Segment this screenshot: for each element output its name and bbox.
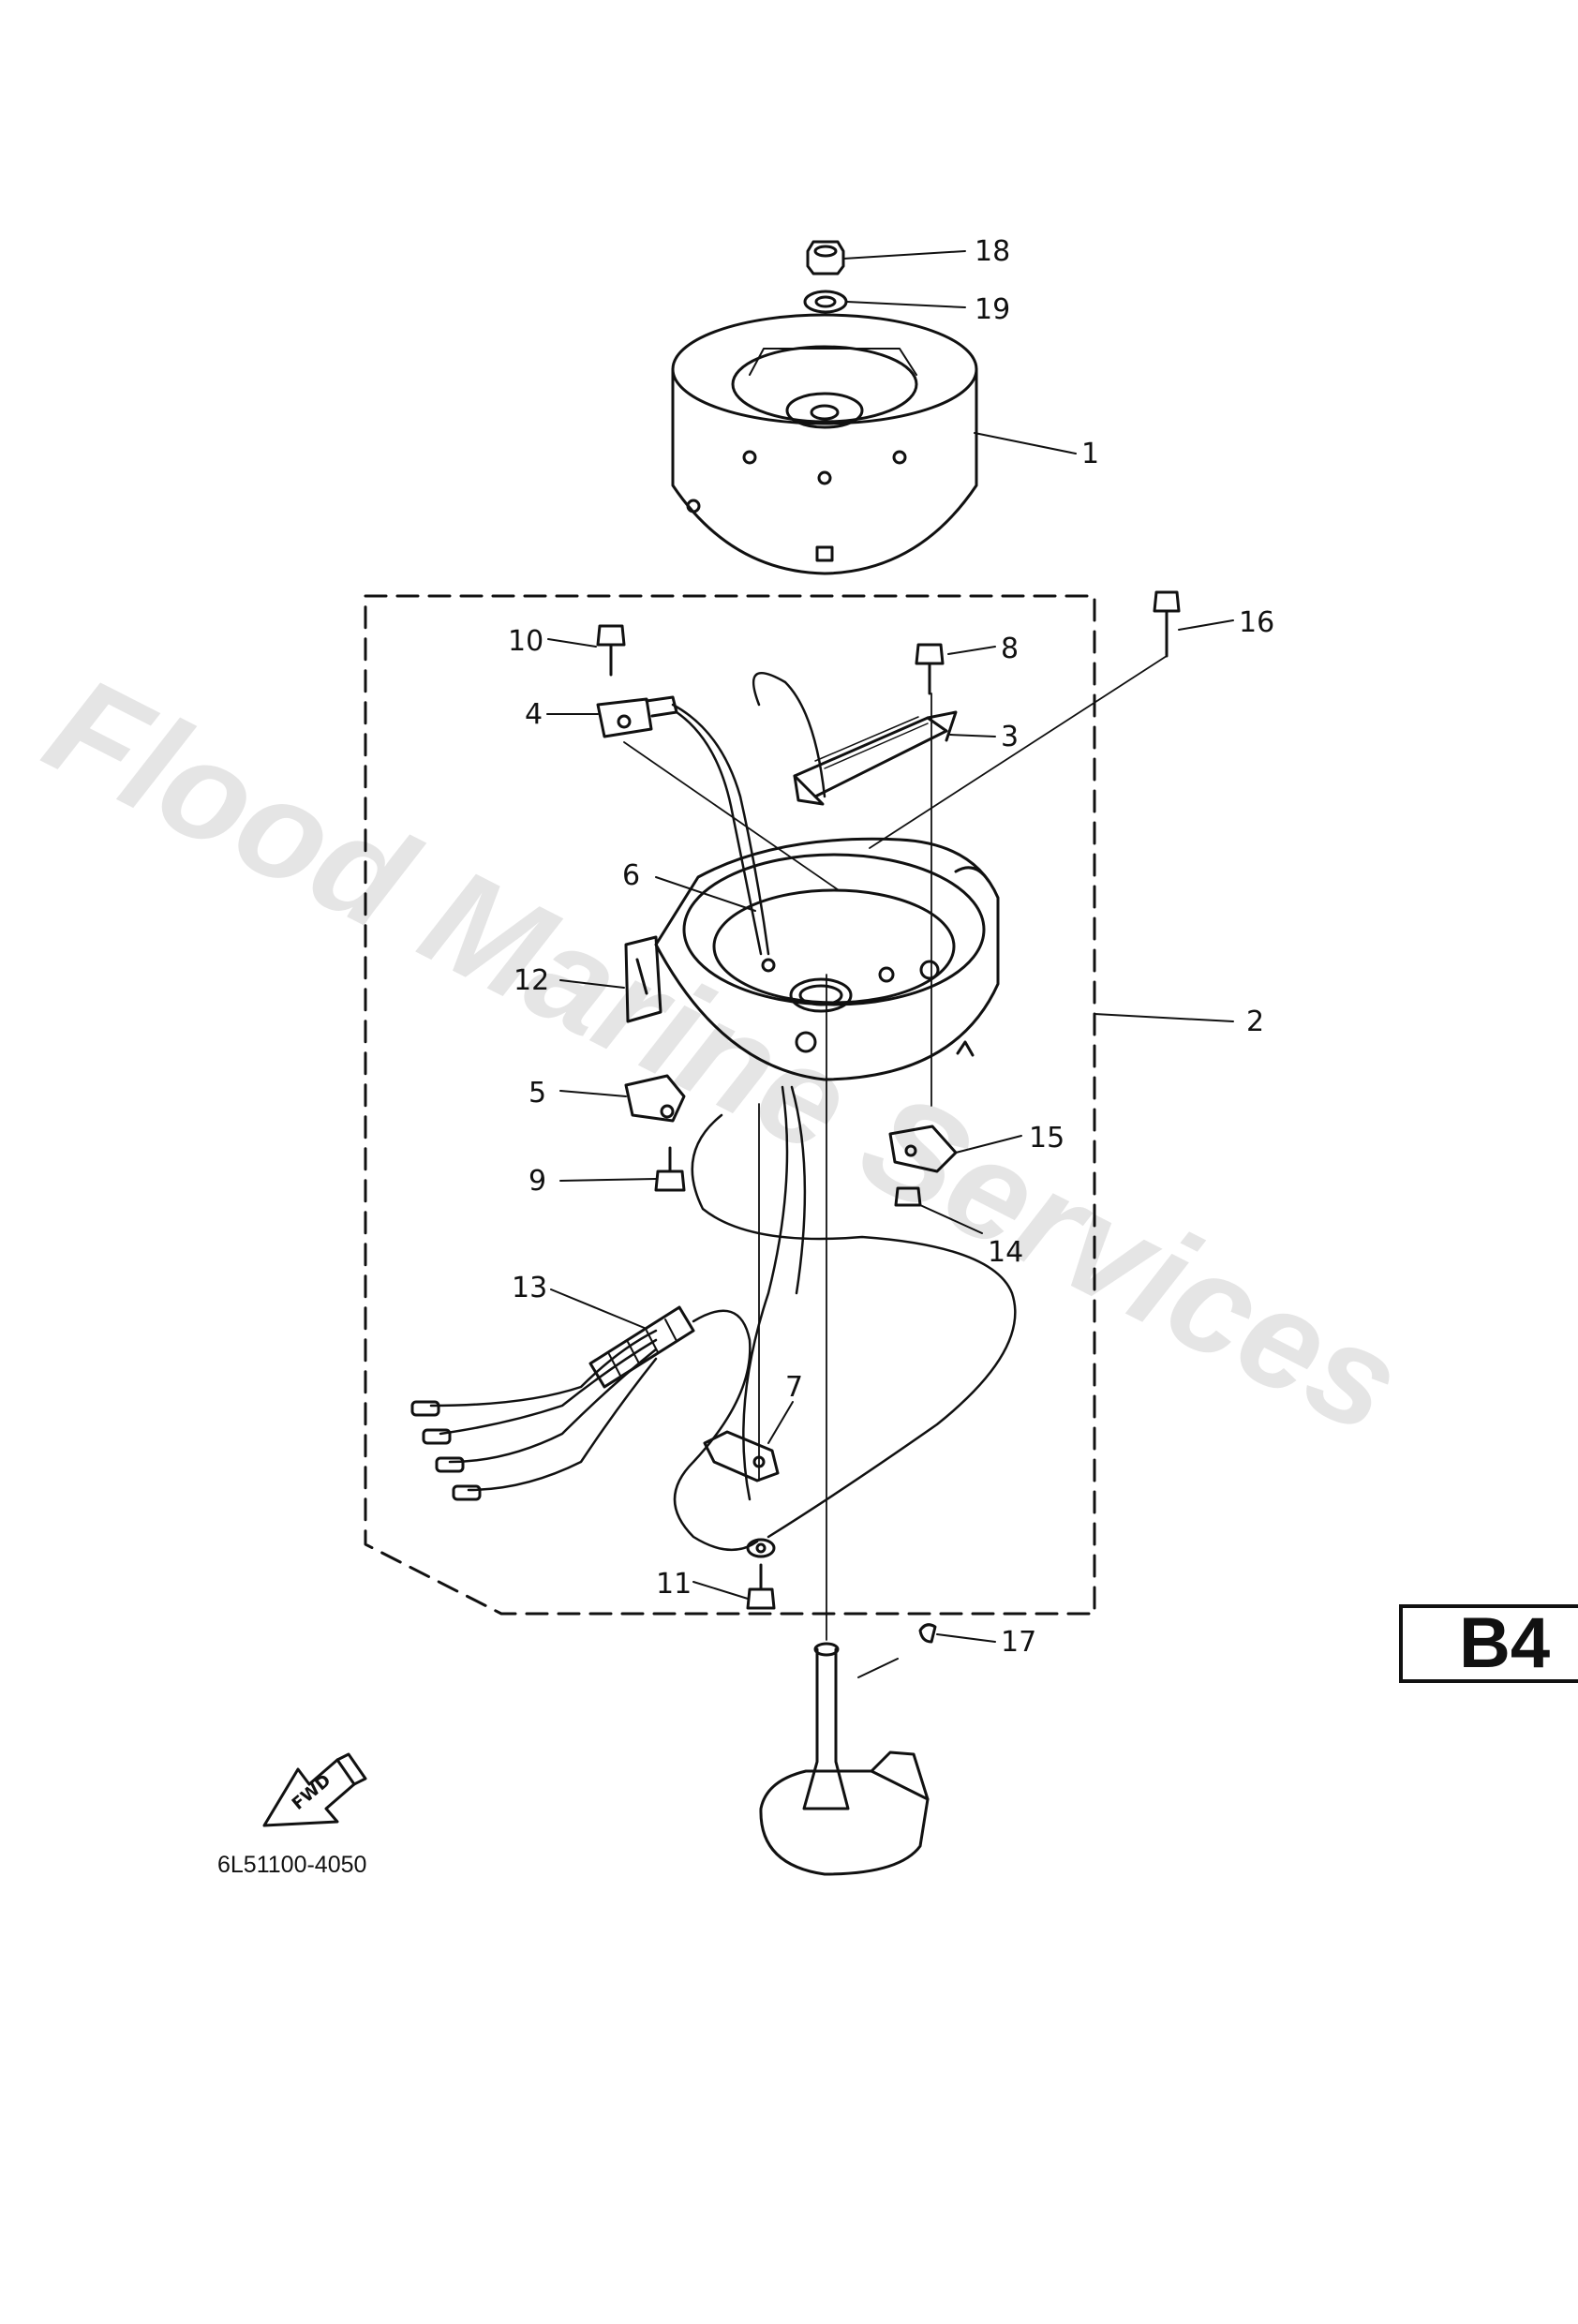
nut bbox=[806, 240, 845, 276]
callout-12: 12 bbox=[514, 964, 549, 997]
fwd-arrow-icon bbox=[262, 1752, 367, 1827]
callout-7: 7 bbox=[785, 1371, 803, 1404]
page-code-box: B4 bbox=[1399, 1604, 1578, 1683]
callout-10: 10 bbox=[508, 625, 543, 658]
callout-8: 8 bbox=[1001, 633, 1019, 665]
pulser-coil bbox=[596, 695, 678, 738]
woodruff-key bbox=[918, 1623, 937, 1644]
clamp bbox=[624, 1074, 686, 1123]
ground-terminal bbox=[746, 1538, 776, 1558]
assembly-boundary bbox=[364, 594, 1096, 1616]
callout-5: 5 bbox=[528, 1077, 546, 1110]
callout-17: 17 bbox=[1001, 1626, 1036, 1659]
callout-14: 14 bbox=[988, 1236, 1023, 1269]
bracket bbox=[703, 1430, 780, 1482]
cord-clamp bbox=[888, 1125, 958, 1173]
callout-19: 19 bbox=[975, 293, 1010, 326]
callout-18: 18 bbox=[975, 235, 1010, 268]
callout-13: 13 bbox=[512, 1272, 547, 1304]
callout-11: 11 bbox=[656, 1568, 692, 1601]
drawing-code: 6L51100-4050 bbox=[217, 1852, 366, 1878]
callout-3: 3 bbox=[1001, 721, 1019, 753]
callout-9: 9 bbox=[528, 1165, 546, 1198]
leader-lines bbox=[546, 250, 1234, 1678]
callout-6: 6 bbox=[622, 859, 640, 892]
callout-1: 1 bbox=[1081, 438, 1099, 470]
washer bbox=[803, 290, 848, 314]
crankshaft bbox=[759, 1642, 930, 1876]
callout-15: 15 bbox=[1029, 1122, 1064, 1155]
flywheel bbox=[671, 313, 978, 575]
charge-coil bbox=[793, 710, 958, 806]
stator-base bbox=[624, 837, 1000, 1081]
page-code: B4 bbox=[1459, 1603, 1551, 1683]
terminals bbox=[410, 1400, 482, 1501]
callout-4: 4 bbox=[525, 698, 543, 731]
wire-harness-sleeve bbox=[588, 1305, 695, 1389]
callout-2: 2 bbox=[1246, 1006, 1264, 1038]
watermark: Flood Marine Services bbox=[23, 646, 1424, 1464]
callout-16: 16 bbox=[1239, 606, 1274, 639]
alignment-lines bbox=[623, 655, 1168, 1641]
